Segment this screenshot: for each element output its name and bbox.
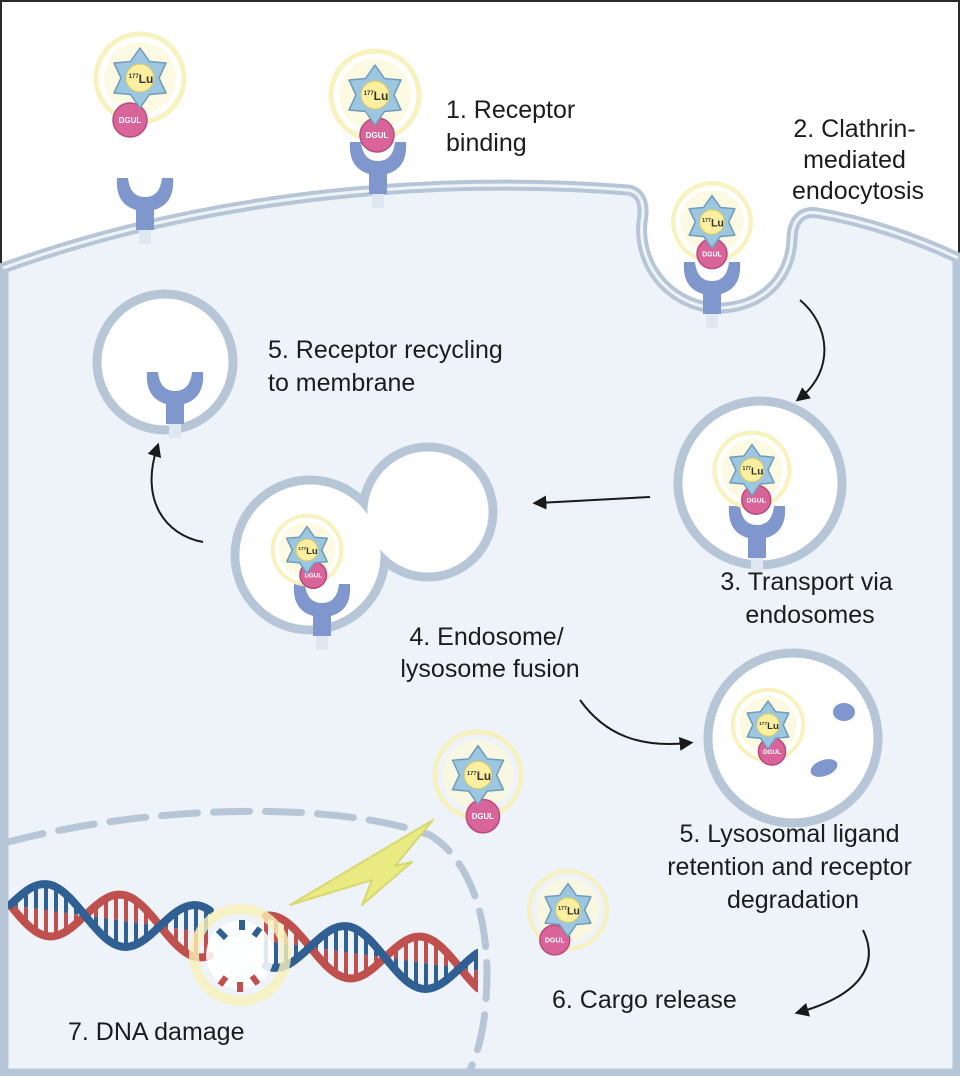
receptor-bound-radioligand: DGUL 177Lu: [328, 48, 422, 153]
arrow-endosome-to-fusion: [532, 495, 651, 510]
released-radioligand: DGUL 177Lu: [527, 869, 609, 956]
isotope-label: 177Lu: [743, 466, 764, 477]
fusion-radioligand: DGUL 177Lu: [270, 513, 344, 589]
step7-label: 7. DNA damage: [68, 1018, 245, 1046]
endosome-radioligand: DGUL 177Lu: [712, 430, 792, 515]
peptide-label: DGUL: [304, 572, 322, 579]
dna-break-site: [189, 904, 291, 1006]
free-radioligand: DGUL 177Lu: [93, 31, 187, 138]
pit-radioligand: DGUL 177Lu: [671, 181, 753, 270]
isotope-label: 177Lu: [702, 217, 724, 229]
recycling-vesicle: [92, 289, 238, 435]
step1-label: 1. Receptor binding: [446, 96, 582, 157]
arrow-fusion-to-lysosome: [579, 699, 694, 751]
peptide-label: DGUL: [366, 131, 389, 140]
step6-label: 6. Cargo release: [552, 986, 737, 1014]
arrow-fusion-to-recycling: [147, 442, 204, 543]
isotope-label: 177Lu: [129, 72, 154, 86]
degraded-receptor-fragment: [833, 703, 855, 721]
isotope-label: 177Lu: [364, 89, 389, 103]
lysosome-radioligand: DGUL 177Lu: [730, 687, 806, 766]
isotope-label: 177Lu: [467, 769, 491, 783]
arrow-lysosome-to-release: [794, 929, 870, 1017]
cargo-radioligand: DGUL 177Lu: [432, 729, 524, 834]
degraded-receptor-fragment: [810, 759, 838, 777]
peptide-label: DGUL: [472, 812, 494, 821]
peptide-label: DGUL: [747, 497, 766, 504]
isotope-label: 177Lu: [759, 721, 779, 732]
nuclear-envelope: [4, 807, 491, 1074]
peptide-label: DGUL: [119, 116, 142, 125]
step3-label: 3. Transport via endosomes: [720, 568, 899, 629]
radioligand-layer: DGUL177LuDGUL177LuDGUL177LuDGUL177LuDGUL…: [93, 31, 806, 956]
peptide-label: DGUL: [763, 749, 781, 756]
peptide-label: DGUL: [702, 251, 723, 258]
arrow-endocytosis-to-endosome: [795, 299, 826, 402]
step5-lysosomal-label: 5. Lysosomal ligand retention and recept…: [667, 820, 919, 914]
radiation-bolt: [289, 819, 434, 906]
isotope-label: 177Lu: [558, 905, 580, 917]
dna-helix: [8, 880, 478, 994]
step2-label: 2. Clathrin- mediated endocytosis: [792, 115, 924, 205]
step5-recycling-label: 5. Receptor recycling to membrane: [268, 336, 510, 397]
step4-label: 4. Endosome/ lysosome fusion: [400, 623, 579, 683]
peptide-label: DGUL: [545, 938, 566, 945]
isotope-label: 177Lu: [298, 545, 318, 556]
